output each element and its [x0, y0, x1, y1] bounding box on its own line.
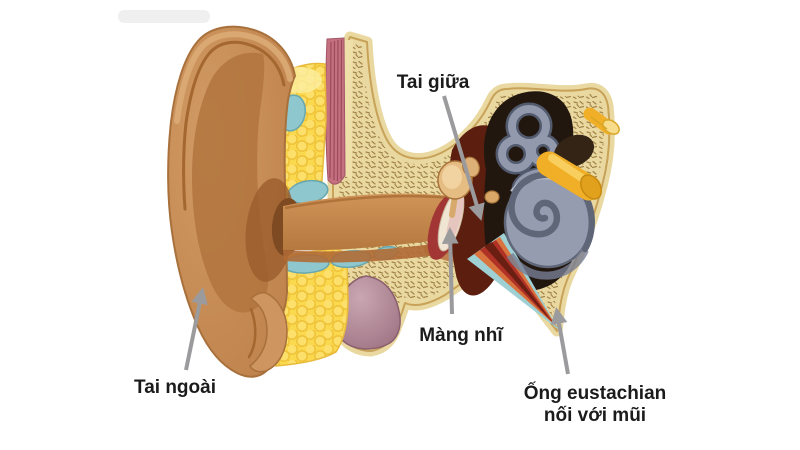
helix-highlight	[174, 31, 293, 124]
intertragic-fold	[249, 292, 288, 373]
outer-ear-pointer	[184, 287, 208, 371]
canal-tube	[283, 193, 454, 251]
ear-canal	[271, 193, 457, 263]
semicircular-canals	[495, 102, 561, 175]
ossicles	[437, 156, 500, 218]
auditory-nerve	[536, 107, 620, 201]
label-outer-ear: Tai ngoài	[134, 377, 216, 398]
label-eustachian-line2: nối với mũi	[544, 405, 646, 426]
eustachian-tube	[467, 233, 559, 330]
label-middle-ear: Tai giữa	[397, 72, 470, 93]
middle-ear-pointer	[442, 95, 485, 221]
stapes	[484, 190, 500, 204]
soft-tissue-dome	[335, 275, 401, 350]
eustachian-pointer	[550, 307, 570, 375]
lobe-crease	[247, 307, 257, 359]
label-eustachian-line1: Ống eustachian	[524, 382, 667, 404]
label-eardrum: Màng nhĩ	[419, 325, 504, 346]
bone-strip	[344, 40, 353, 180]
bone-outline	[332, 36, 611, 352]
watermark	[118, 10, 210, 23]
temporal-muscle	[325, 37, 346, 185]
outer-ear	[167, 25, 297, 378]
eardrum-pointer	[441, 226, 459, 315]
leader-arrows	[184, 95, 570, 375]
labels: Tai giữa Màng nhĩ Tai ngoài Ống eustachi…	[134, 72, 666, 426]
helix-inner-line	[182, 40, 286, 211]
canal-floor-skin	[283, 241, 457, 263]
